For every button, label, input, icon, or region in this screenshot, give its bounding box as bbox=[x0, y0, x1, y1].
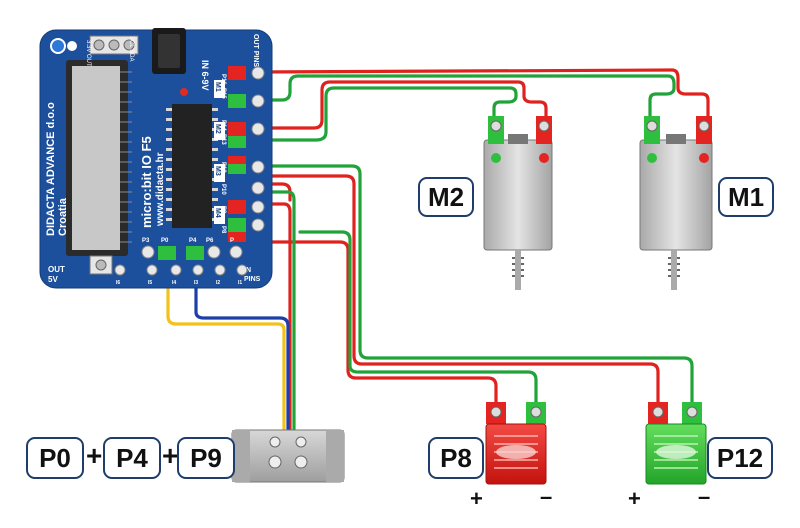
motor-tag-bg bbox=[214, 80, 225, 98]
motor-tag-bg bbox=[214, 122, 225, 140]
wire-m2-green bbox=[256, 86, 518, 142]
input-pin-label: I1 bbox=[238, 280, 242, 286]
board-v33-label: 3.3V OUT bbox=[85, 40, 91, 67]
input-pins: I6 I5 I4 I3 I2 I1 bbox=[114, 264, 248, 286]
input-pin bbox=[236, 264, 248, 276]
p8-minus-sign: – bbox=[540, 484, 552, 509]
motor-tag: M4 bbox=[214, 208, 221, 218]
p8-plus-sign: + bbox=[470, 486, 483, 511]
board-in-label: IN bbox=[244, 267, 251, 274]
switch-p12 bbox=[645, 402, 707, 485]
motor-m2 bbox=[483, 116, 553, 290]
plus-sign-2: + bbox=[162, 440, 179, 471]
input-pin bbox=[214, 264, 226, 276]
wire-m2-red bbox=[256, 80, 548, 130]
bottom-pin-label: P6 bbox=[206, 238, 214, 244]
bottom-connectors bbox=[141, 245, 243, 260]
switch-p8 bbox=[485, 402, 547, 485]
power-terminals bbox=[89, 35, 139, 55]
input-pin-label: I4 bbox=[172, 280, 176, 286]
board-model: micro:bit IO F5 bbox=[139, 136, 154, 228]
ic-chip bbox=[172, 104, 212, 228]
motor-tag-bg bbox=[214, 164, 225, 182]
board-5v-label: 5V bbox=[48, 275, 58, 284]
output-connectors bbox=[228, 66, 265, 242]
board-vin-label: IN 6-9V bbox=[200, 60, 210, 91]
output-pin-label: P8 bbox=[220, 226, 226, 234]
board-country: Croatia bbox=[57, 197, 69, 236]
bottom-pin-label: P4 bbox=[189, 238, 197, 244]
motor-tag: M3 bbox=[214, 166, 221, 176]
bottom-pin-labels: P3 P0 P4 P6 P bbox=[142, 238, 234, 244]
wire-p12-green bbox=[256, 164, 694, 404]
input-pin bbox=[114, 264, 126, 276]
input-pin bbox=[170, 264, 182, 276]
output-pin-label: P10 bbox=[220, 184, 226, 195]
wires bbox=[166, 68, 710, 432]
wire-m1-green bbox=[256, 74, 676, 118]
sensor-block bbox=[231, 429, 345, 483]
io-board: DIDACTA ADVANCE d.o.o Croatia micro:bit … bbox=[39, 28, 273, 289]
wire-p12-red bbox=[256, 174, 660, 404]
label-p12: P12 bbox=[707, 437, 773, 479]
label-m1: M1 bbox=[718, 177, 774, 217]
board-scl-sda-label: SCL SDA bbox=[128, 36, 134, 61]
label-p0: P0 bbox=[26, 437, 84, 479]
label-p4: P4 bbox=[103, 437, 161, 479]
board-brand: DIDACTA ADVANCE d.o.o bbox=[45, 102, 57, 236]
bottom-pin-label: P3 bbox=[142, 238, 150, 244]
edge-connector-pins bbox=[120, 71, 132, 243]
board-out-pins-label: OUT PINS bbox=[252, 34, 259, 67]
wire-p4-blue bbox=[194, 256, 290, 432]
bottom-pin-label: P0 bbox=[161, 238, 169, 244]
input-pin-label: I2 bbox=[216, 280, 220, 286]
motor-tag: M1 bbox=[214, 82, 221, 92]
edge-connector-slot bbox=[72, 66, 120, 250]
wire-p8-green bbox=[298, 230, 538, 404]
wire-p9-red bbox=[256, 202, 292, 432]
input-pin-label: I6 bbox=[116, 280, 120, 286]
wire-m1-red bbox=[256, 68, 710, 118]
motor-tag-bg bbox=[214, 206, 225, 224]
label-m2: M2 bbox=[418, 177, 474, 217]
bottom-pin-label: P bbox=[230, 238, 234, 244]
led-indicator bbox=[180, 88, 188, 96]
motor-tag: M2 bbox=[214, 124, 221, 134]
board-website: www.didacta.hr bbox=[155, 152, 166, 227]
mount-hole bbox=[67, 41, 77, 51]
board-out-label: OUT bbox=[48, 265, 65, 274]
board-pins-label: PINS bbox=[244, 276, 261, 283]
label-p8: P8 bbox=[428, 437, 484, 479]
input-pin-label: I3 bbox=[194, 280, 198, 286]
wire-p9-green bbox=[256, 190, 296, 432]
plus-sign-1: + bbox=[86, 440, 103, 471]
input-pin-label: I5 bbox=[148, 280, 152, 286]
p12-minus-sign: – bbox=[698, 484, 710, 509]
output-pin-label: P16 bbox=[220, 74, 226, 85]
motor-m1 bbox=[639, 116, 713, 290]
p12-plus-sign: + bbox=[628, 486, 641, 511]
input-pin bbox=[192, 264, 204, 276]
label-p9: P9 bbox=[177, 437, 235, 479]
input-pin bbox=[146, 264, 158, 276]
wire-p0-yellow bbox=[166, 256, 286, 432]
mount-hole bbox=[50, 38, 66, 54]
